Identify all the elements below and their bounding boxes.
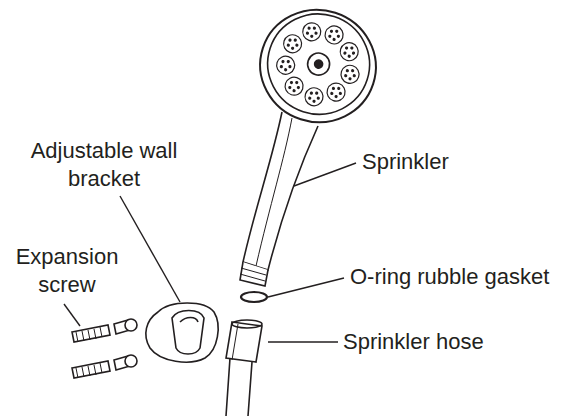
nozzle-dot: [337, 86, 341, 90]
nozzle-dot: [291, 46, 295, 50]
nozzle-dot: [312, 26, 316, 30]
nozzle-dot: [295, 81, 299, 85]
nozzle-dot: [295, 43, 299, 47]
part-label: Adjustable wall bracket: [14, 137, 194, 193]
nozzle-dot: [345, 46, 349, 50]
nozzle-dot: [316, 96, 320, 100]
nozzle-cluster: [303, 85, 326, 108]
nozzle-dot: [307, 26, 311, 30]
nozzle-dot: [343, 51, 347, 55]
nozzle-dot: [286, 60, 290, 64]
nozzle-dot: [308, 96, 312, 100]
nozzle-cluster: [339, 63, 362, 86]
o-ring: [241, 292, 267, 302]
nozzle-dot: [314, 31, 318, 35]
nozzle-dot: [347, 54, 351, 58]
nozzle-dot: [329, 29, 333, 33]
nozzle-dot: [351, 51, 355, 55]
nozzle-dot: [293, 38, 297, 42]
part-label: Expansion screw: [0, 243, 134, 299]
nozzle-dot: [292, 89, 296, 93]
nozzle-dot: [335, 29, 339, 33]
nozzle-cluster: [323, 24, 346, 47]
nozzle-dot: [279, 65, 283, 69]
nozzle-cluster: [283, 75, 306, 98]
nozzle-dot: [288, 38, 292, 42]
nozzle-dot: [332, 37, 336, 41]
nozzle-dot: [334, 95, 338, 99]
part-label: O-ring rubble gasket: [350, 263, 549, 291]
sprinkler-handle: [240, 112, 318, 286]
nozzle-dot: [336, 34, 340, 38]
nozzle-dot: [331, 86, 335, 90]
nozzle-dot: [288, 65, 292, 69]
nozzle-cluster: [274, 54, 297, 77]
nozzle-dot: [310, 34, 314, 38]
nozzle-dot: [309, 91, 313, 95]
nozzle-dot: [288, 86, 292, 90]
sprinkler-head: [246, 0, 391, 137]
nozzle-dot: [330, 91, 334, 95]
nozzle-dot: [351, 69, 355, 73]
nozzle-dot: [352, 74, 356, 78]
nozzle-dot: [350, 46, 354, 50]
nozzle-dot: [344, 74, 348, 78]
nozzle-cluster: [300, 20, 323, 43]
nozzle-dot: [289, 81, 293, 85]
nozzle-dot: [281, 60, 285, 64]
nozzle-dot: [338, 91, 342, 95]
nozzle-cluster: [281, 32, 304, 55]
nozzle-cluster: [325, 81, 348, 104]
wall-bracket: [146, 303, 218, 362]
nozzle-dot: [305, 31, 309, 35]
nozzle-dot: [328, 34, 332, 38]
nozzle-dot: [286, 43, 290, 47]
nozzle-dot: [284, 68, 288, 72]
part-label: Sprinkler hose: [343, 328, 484, 356]
hose-fitting: [226, 320, 262, 416]
part-label: Sprinkler: [362, 148, 449, 176]
nozzle-dot: [345, 69, 349, 73]
nozzle-dot: [348, 77, 352, 81]
nozzle-dot: [296, 86, 300, 90]
nozzle-dot: [312, 99, 316, 103]
nozzle-dot: [315, 91, 319, 95]
nozzle-cluster: [338, 40, 361, 63]
expansion-screws: [72, 319, 137, 378]
